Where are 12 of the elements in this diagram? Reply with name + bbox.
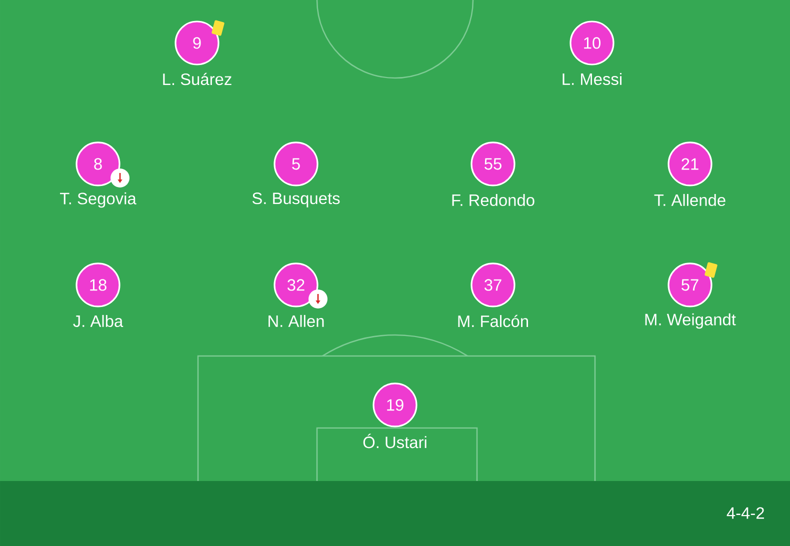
player-name: Ó. Ustari — [363, 434, 426, 448]
player-name: N. Allen — [268, 314, 324, 328]
player-name: T. Segovia — [60, 192, 136, 208]
player-name: M. Weigandt — [645, 313, 736, 329]
player-name: M. Falcón — [458, 314, 528, 328]
player-name: S. Busquets — [252, 192, 340, 208]
player-name: J. Alba — [73, 314, 124, 328]
formation-label: 4-4-2 — [726, 507, 764, 519]
player-name: F. Redondo — [452, 194, 534, 206]
player-name: T. Allende — [654, 194, 726, 206]
player-name: L. Suárez — [163, 72, 232, 86]
player-name: L. Messi — [562, 72, 622, 86]
